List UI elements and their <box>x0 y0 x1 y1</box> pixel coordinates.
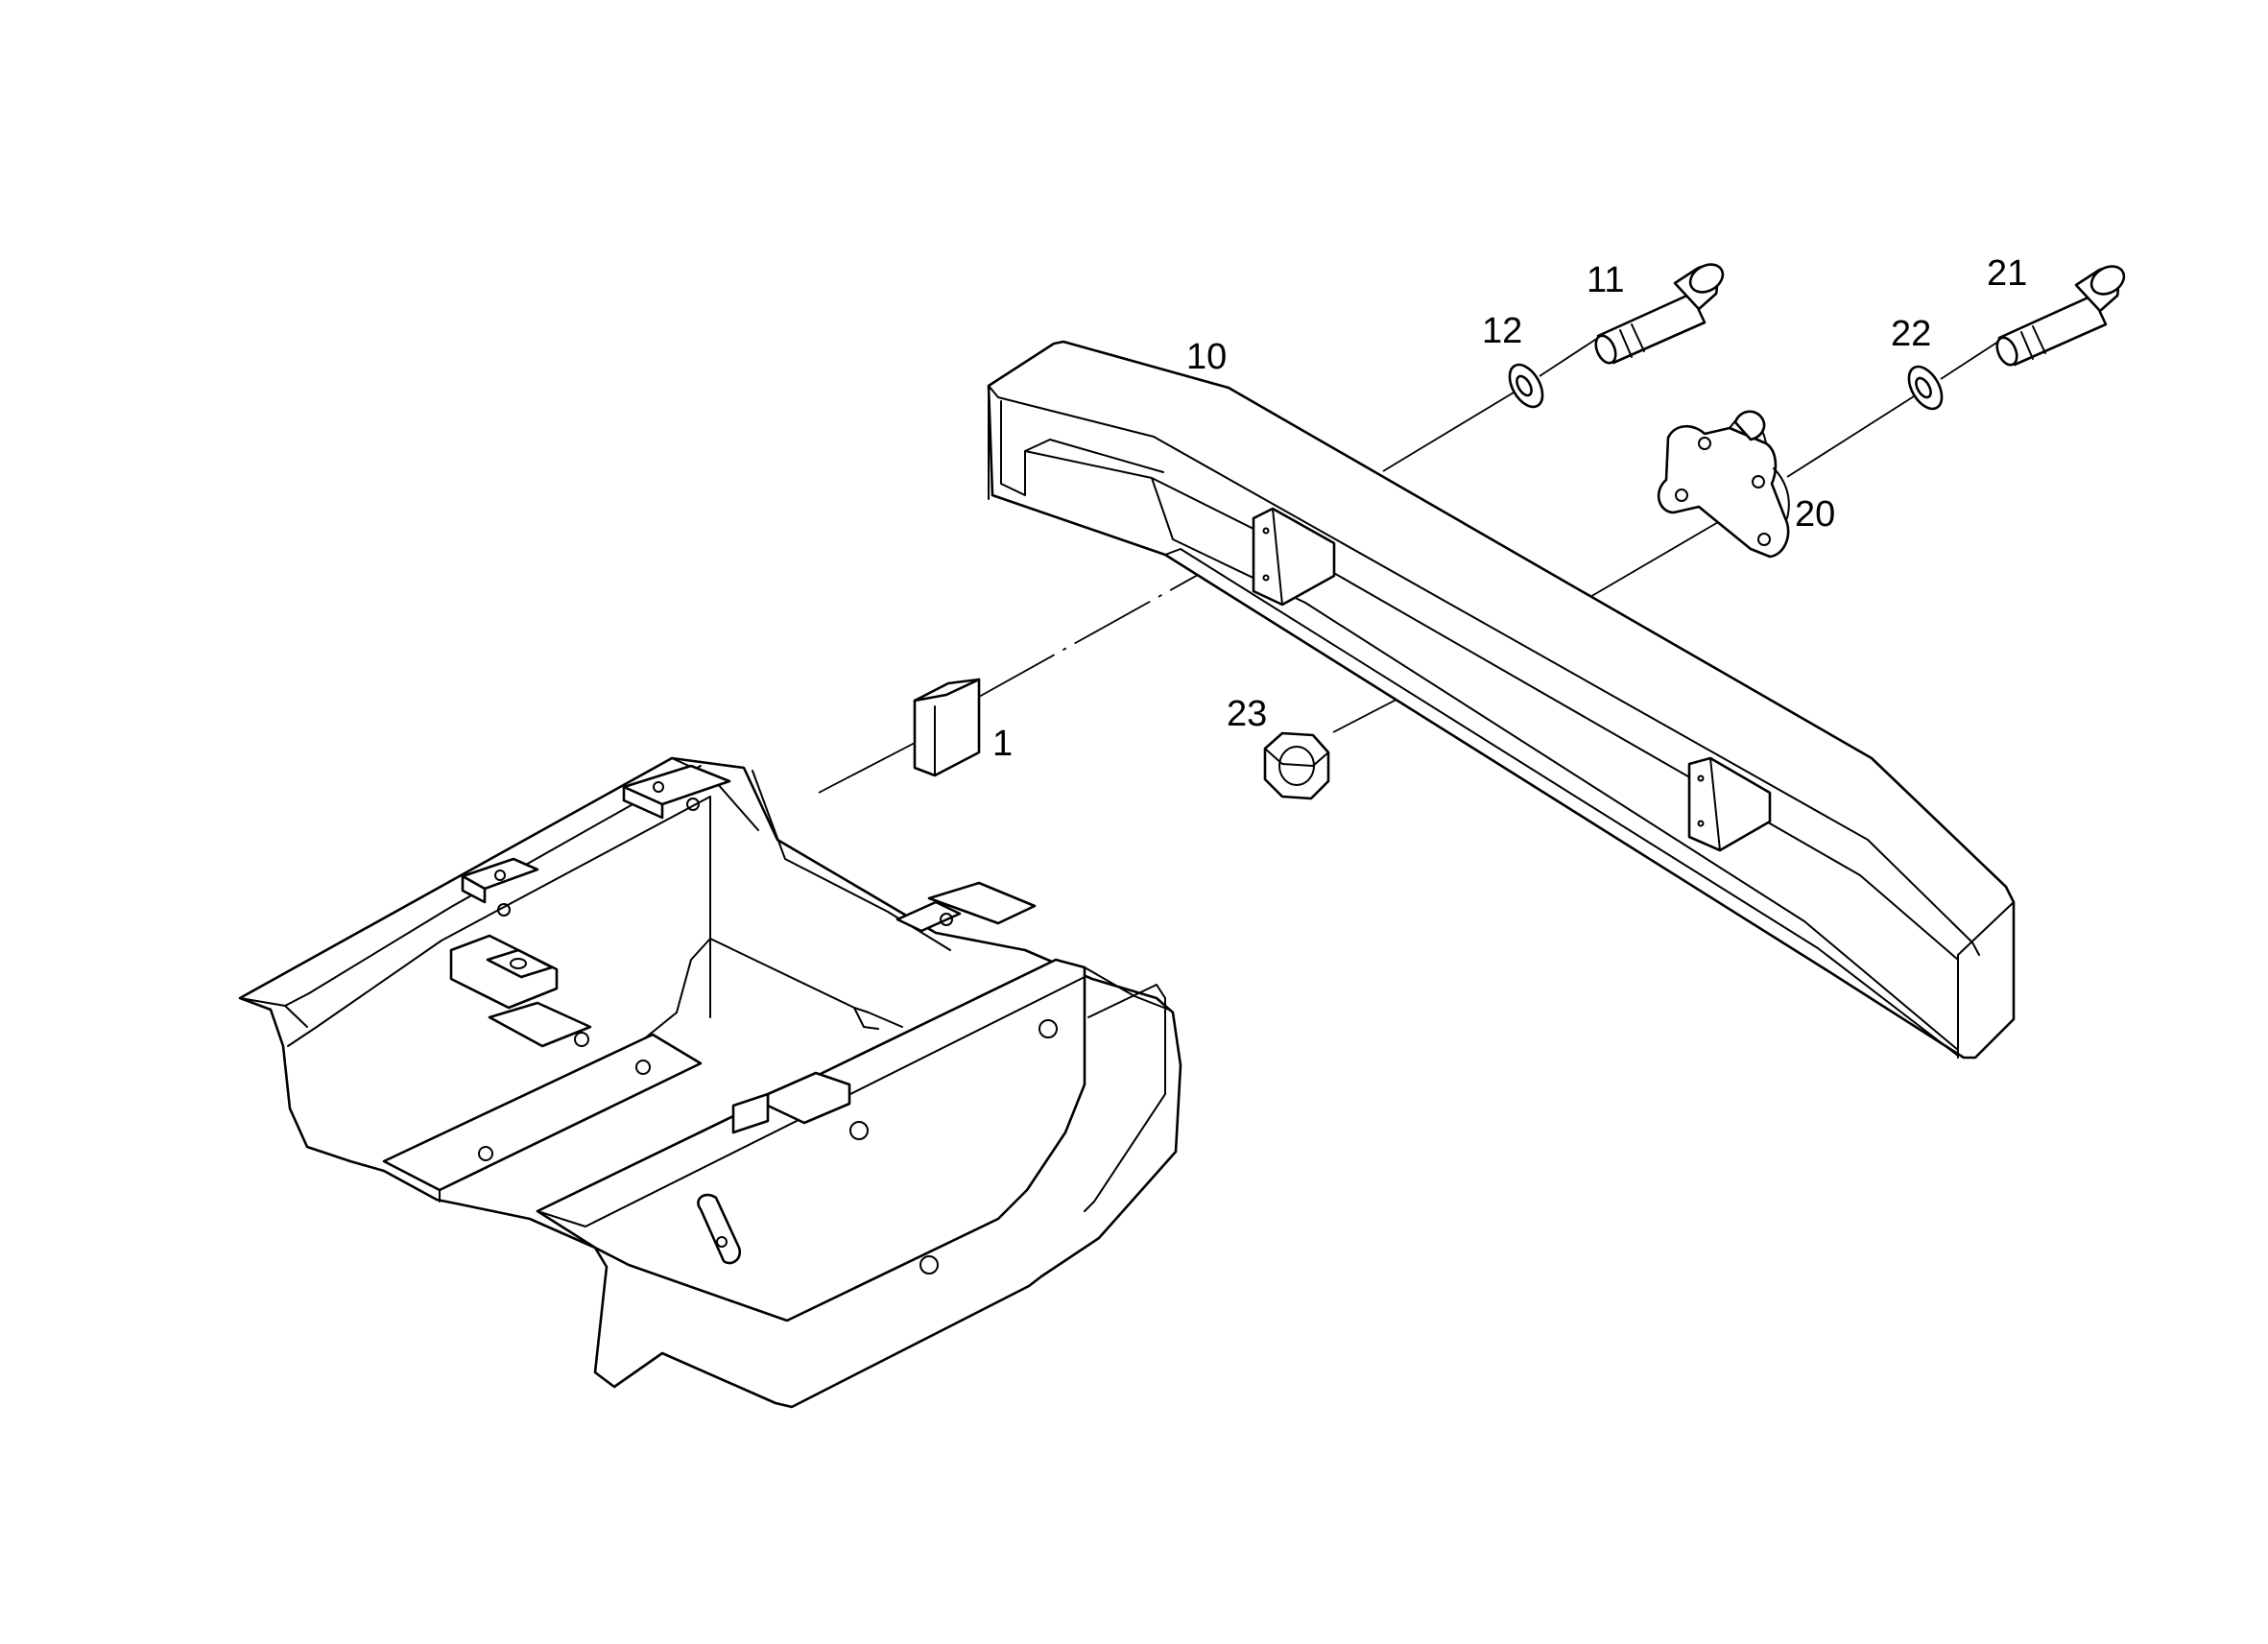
washer-12-part <box>1508 363 1544 409</box>
chassis-frame <box>238 756 1182 1409</box>
bolt-11-part <box>1594 263 1725 365</box>
leader-washer-22-to-bolt-21 <box>1940 337 2005 380</box>
callout-part-11: 11 <box>1587 260 1624 300</box>
washer-22-part <box>1907 365 1944 411</box>
frame-center-bracket <box>449 934 559 1010</box>
callout-part-21: 21 <box>1987 253 2027 294</box>
callout-part-23: 23 <box>1227 694 1267 734</box>
leader-bracket-to-washer-22 <box>1786 395 1915 478</box>
callout-part-10: 10 <box>1186 337 1227 377</box>
hex-nut-23-part <box>1263 731 1330 800</box>
frame-cross-member <box>382 1033 703 1192</box>
callout-part-12: 12 <box>1482 311 1522 351</box>
leader-frame-to-spacer <box>818 740 919 794</box>
callout-part-20: 20 <box>1795 494 1835 535</box>
tow-bracket-ring <box>1733 410 1766 441</box>
tow-bracket-20-part <box>1657 410 1790 559</box>
callout-part-22: 22 <box>1891 314 1931 354</box>
leader-washer-12-to-bolt-11 <box>1539 335 1602 377</box>
callout-part-1: 1 <box>992 724 1013 764</box>
callout-labels: 1 10 11 12 20 21 22 23 <box>992 253 2027 764</box>
spacer-block-1-part <box>913 678 981 777</box>
bolt-21-part <box>1995 265 2126 367</box>
leader-bumper-to-washer-12 <box>1382 392 1515 472</box>
frame-rear-plate <box>536 958 1086 1322</box>
frame-hook <box>697 1193 742 1265</box>
bumper-beam-part <box>987 340 2016 1060</box>
